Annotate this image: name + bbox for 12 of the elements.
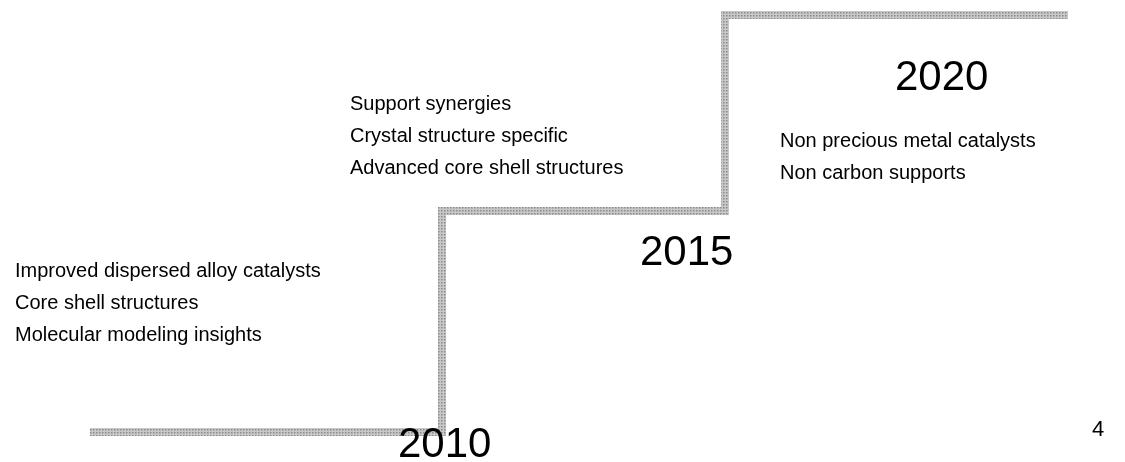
milestone-text: Core shell structures — [15, 292, 199, 312]
milestone-text: Molecular modeling insights — [15, 324, 262, 344]
year-label: 2015 — [640, 230, 734, 272]
milestone-text: Improved dispersed alloy catalysts — [15, 260, 321, 280]
year-label: 2020 — [895, 55, 989, 97]
milestone-text: Advanced core shell structures — [350, 157, 624, 177]
page-number: 4 — [1092, 418, 1105, 440]
milestone-text: Crystal structure specific — [350, 125, 568, 145]
milestone-text: Support synergies — [350, 93, 512, 113]
milestone-text: Non precious metal catalysts — [780, 130, 1036, 150]
year-label: 2010 — [398, 422, 492, 462]
milestone-text: Non carbon supports — [780, 162, 966, 182]
